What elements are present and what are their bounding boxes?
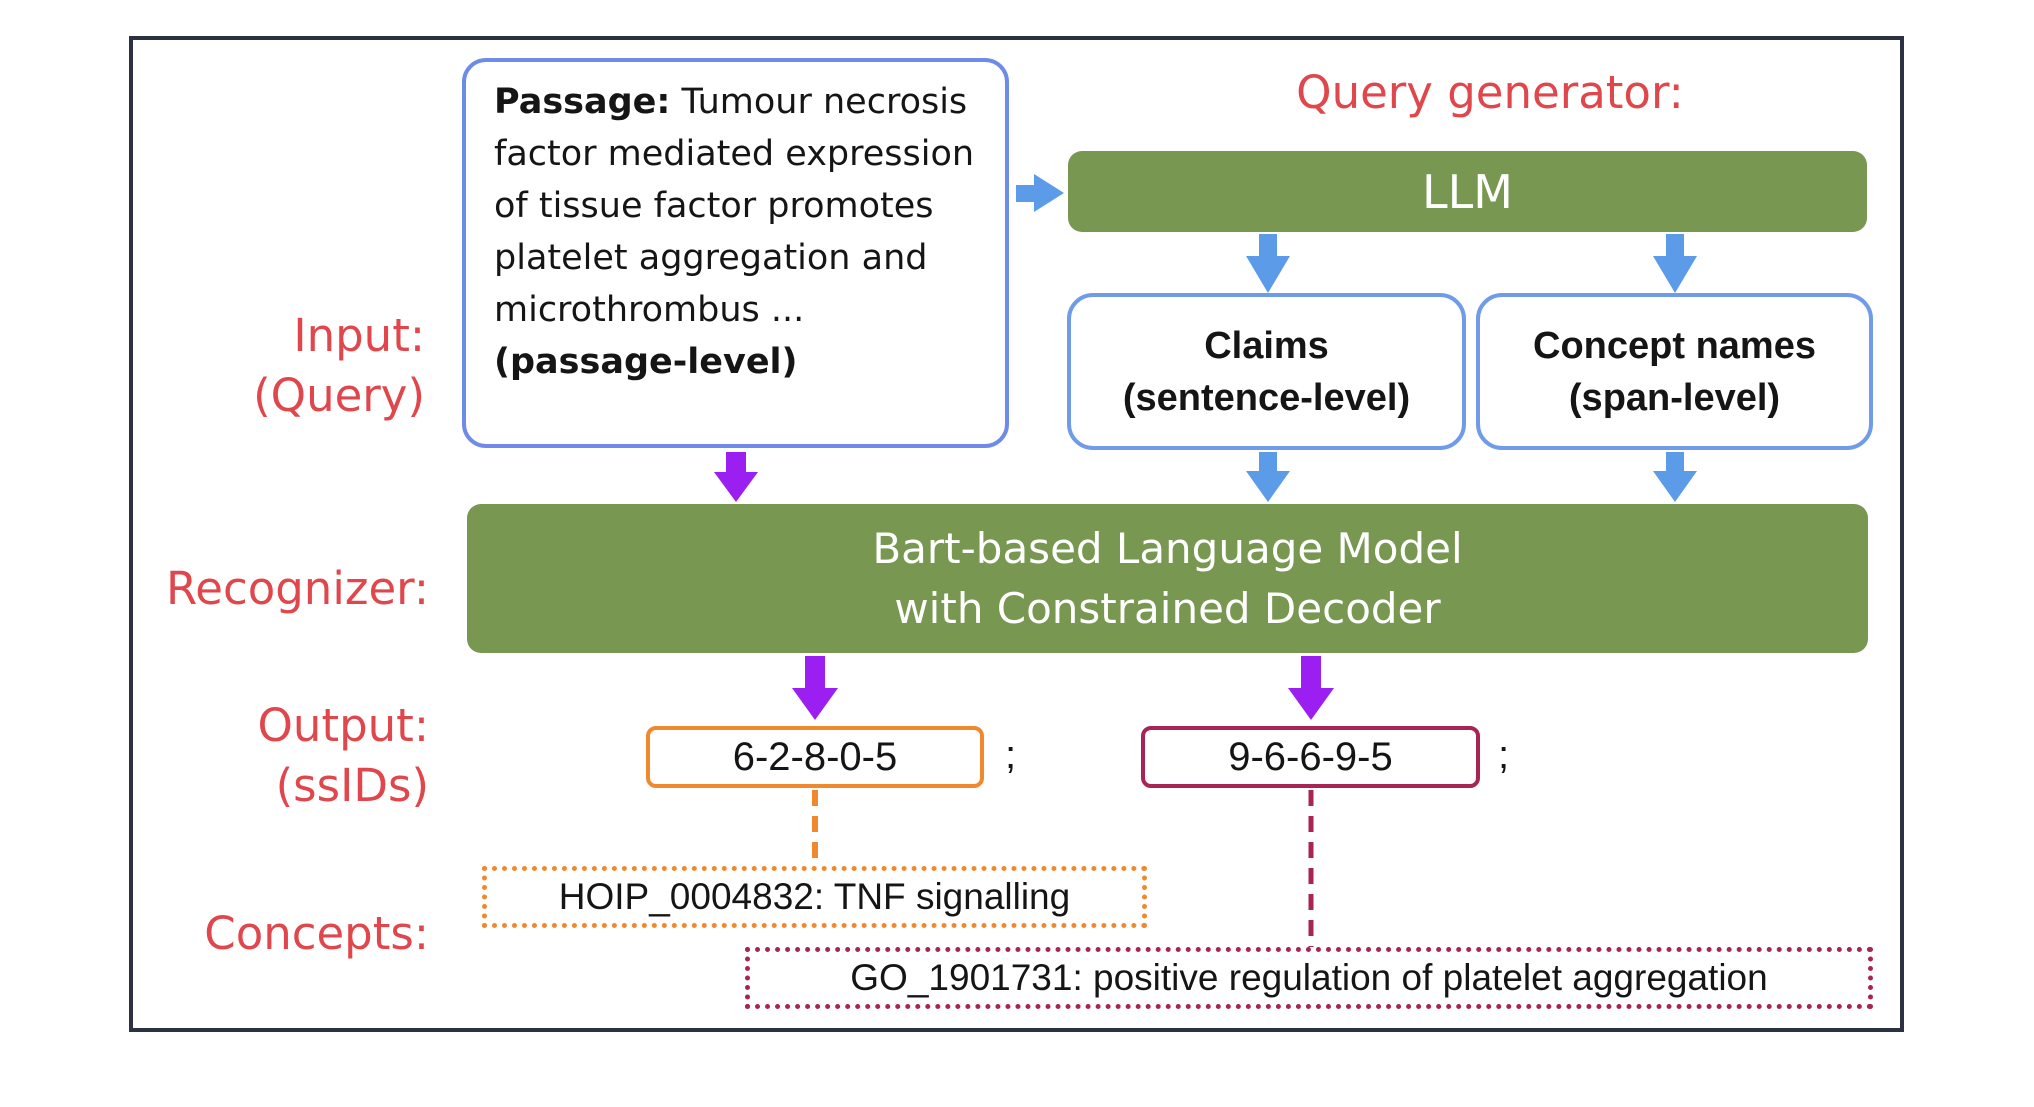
passage-heading: Passage:: [494, 82, 671, 122]
recognizer-line-2: with Constrained Decoder: [894, 583, 1441, 633]
concepts-label: Concepts:: [204, 907, 429, 960]
claims-box: Claims (sentence-level): [1067, 293, 1466, 450]
input-label: Input: (Query): [253, 306, 425, 426]
ssid-box-2: 9-6-6-9-5: [1141, 726, 1480, 788]
arrow-recognizer-to-output-1: [792, 656, 838, 720]
ssid-box-1: 6-2-8-0-5: [646, 726, 984, 788]
llm-label: LLM: [1422, 164, 1513, 219]
arrow-recognizer-to-output-2: [1288, 656, 1334, 720]
claims-level: (sentence-level): [1122, 376, 1411, 419]
passage-text: Tumour necrosis factor mediated expressi…: [494, 82, 975, 330]
output-label: Output: (ssIDs): [258, 696, 429, 816]
ssid-separator-2: ;: [1498, 733, 1510, 777]
concept-box-1: HOIP_0004832: TNF signalling: [482, 866, 1147, 928]
arrow-llm-to-concept-names: [1653, 234, 1697, 293]
claims-title: Claims: [1204, 324, 1329, 367]
query-generator-title: Query generator:: [1296, 66, 1684, 119]
concept-names-level: (span-level): [1568, 376, 1781, 419]
recognizer-block: Bart-based Language Model with Constrain…: [467, 504, 1868, 653]
arrow-claims-to-recognizer: [1246, 452, 1290, 502]
ssid-value-1: 6-2-8-0-5: [732, 734, 898, 779]
recognizer-label: Recognizer:: [166, 562, 429, 615]
diagram-frame: [129, 36, 1904, 1032]
input-label-text: Input:: [293, 309, 425, 362]
input-label-sub: (Query): [253, 369, 425, 422]
ssid-separator-1: ;: [1005, 733, 1017, 777]
concept-names-box: Concept names (span-level): [1476, 293, 1873, 450]
concept-text-1: HOIP_0004832: TNF signalling: [558, 876, 1071, 917]
llm-block: LLM: [1068, 151, 1867, 232]
concept-text-2: GO_1901731: positive regulation of plate…: [850, 957, 1768, 998]
passage-level: (passage-level): [494, 342, 798, 382]
arrow-concept-names-to-recognizer: [1653, 452, 1697, 502]
arrow-llm-to-claims: [1246, 234, 1290, 293]
arrow-passage-to-llm: [1016, 174, 1064, 212]
arrow-passage-to-recognizer: [714, 452, 758, 502]
output-label-sub: (ssIDs): [275, 759, 429, 812]
concept-names-title: Concept names: [1533, 324, 1816, 367]
concept-box-2: GO_1901731: positive regulation of plate…: [745, 947, 1873, 1009]
output-label-text: Output:: [257, 699, 429, 752]
recognizer-line-1: Bart-based Language Model: [872, 523, 1463, 573]
passage-box: Passage: Tumour necrosis factor mediated…: [462, 58, 1009, 448]
ssid-value-2: 9-6-6-9-5: [1228, 734, 1393, 779]
